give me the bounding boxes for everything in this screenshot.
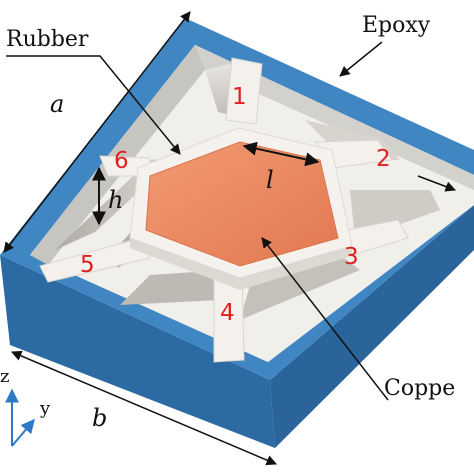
epoxy-leader [339,41,383,77]
label-epoxy: Epoxy [362,13,431,38]
rib-number-5: 5 [80,252,95,278]
rubber-leader [6,55,181,155]
axis-label-z: z [0,366,9,387]
dimension-a [3,11,191,253]
axis-label-y: y [39,398,51,419]
rib-number-3: 3 [344,244,359,270]
label-rubber: Rubber [6,27,89,52]
dimension-b [11,350,277,466]
label-l: l [266,166,274,194]
rib-number-6: 6 [114,148,129,174]
label-h: h [108,186,123,214]
y-axis [11,418,35,447]
copper-leader [261,237,389,401]
rib-number-1: 1 [232,84,247,110]
label-a: a [50,90,64,118]
rib-number-4: 4 [220,300,235,326]
label-b: b [92,404,107,432]
side-arrow [417,175,456,192]
dimension-l [242,141,320,167]
coordinate-axes [4,388,35,447]
rib-number-2: 2 [376,146,391,172]
label-copper: Coppe [384,376,455,401]
